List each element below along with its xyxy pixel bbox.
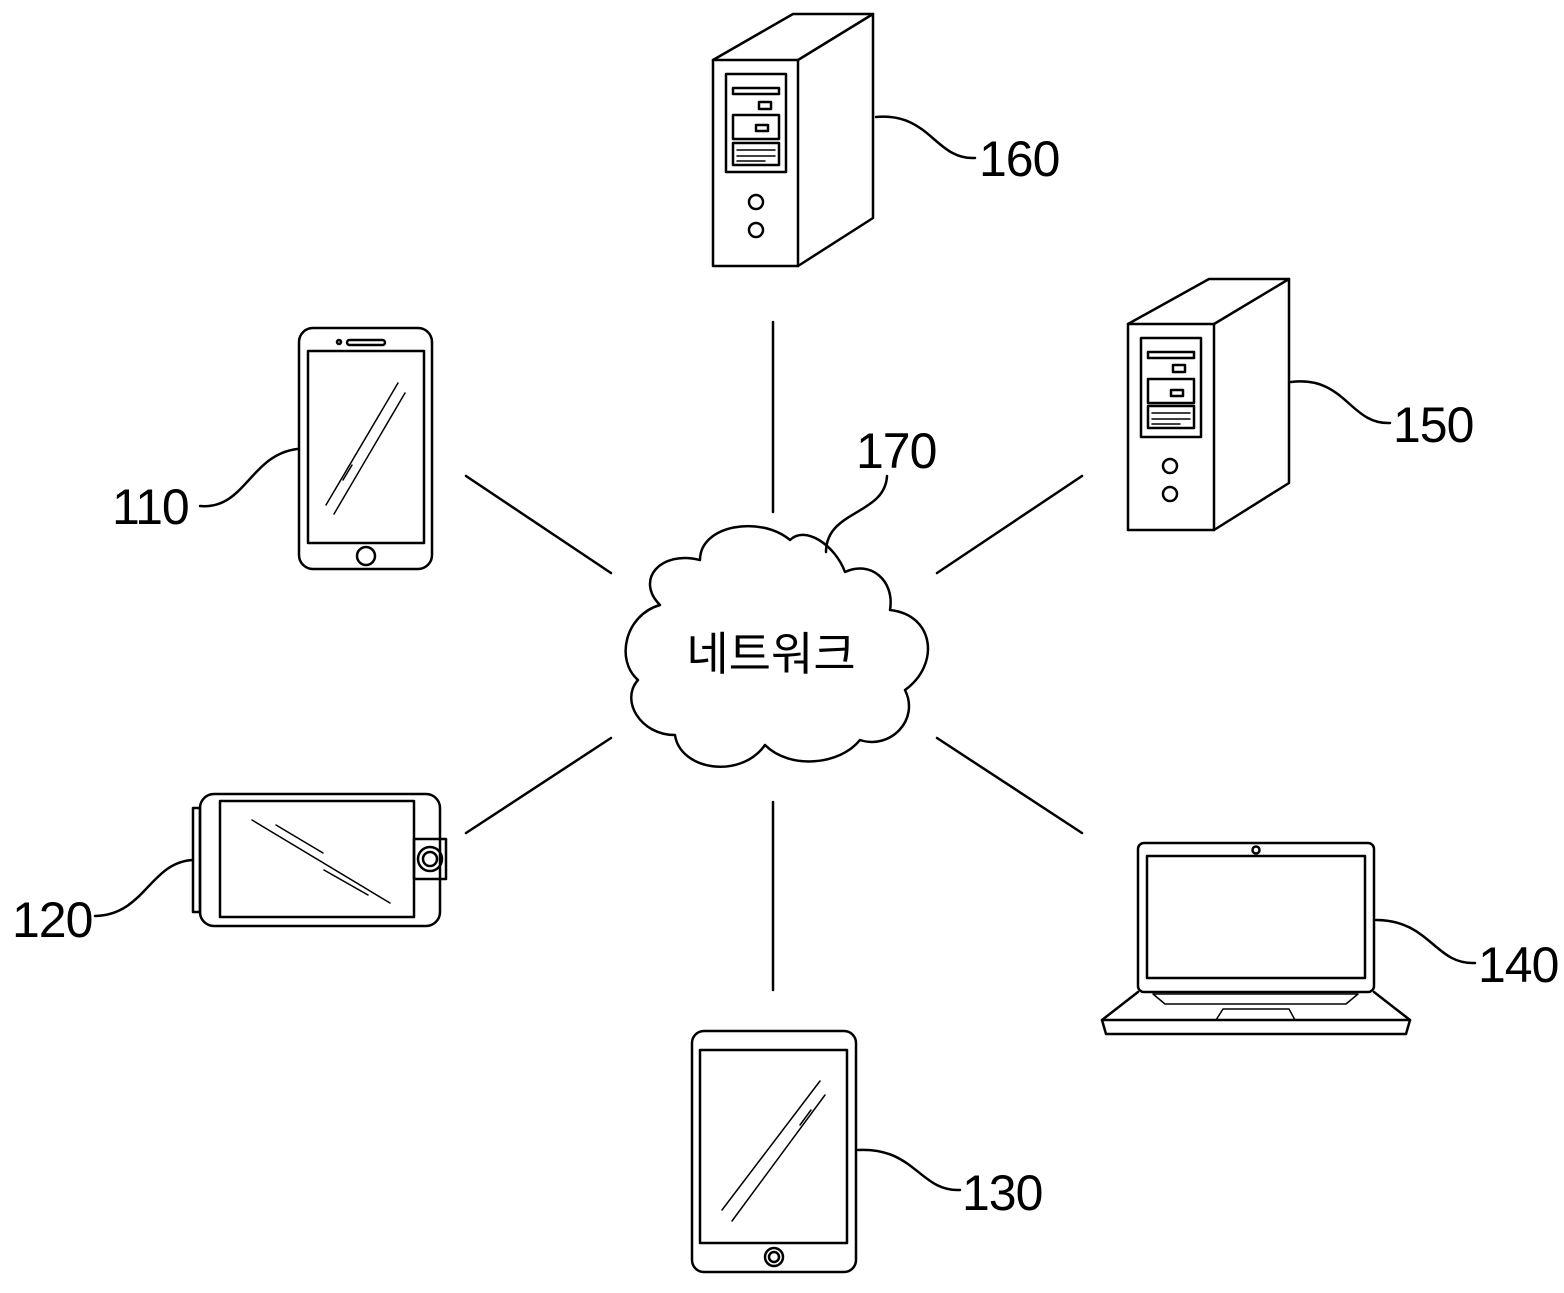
link-handheld xyxy=(466,738,611,833)
ref-label-120: 120 xyxy=(12,892,92,948)
leader-150 xyxy=(1291,381,1390,423)
ref-label-110: 110 xyxy=(112,479,189,535)
leader-140 xyxy=(1376,920,1475,963)
tablet xyxy=(692,1031,960,1272)
network-cloud xyxy=(626,476,928,767)
leader-120 xyxy=(95,860,193,916)
server-top xyxy=(713,14,975,266)
link-server-right xyxy=(937,476,1082,573)
ref-label-140: 140 xyxy=(1478,937,1558,993)
leader-170 xyxy=(826,476,887,552)
ref-label-130: 130 xyxy=(962,1165,1042,1221)
leader-130 xyxy=(858,1150,960,1190)
ref-label-170: 170 xyxy=(856,423,936,479)
handheld-camera-device xyxy=(95,794,446,926)
leader-160 xyxy=(876,117,975,158)
link-laptop xyxy=(937,738,1082,833)
laptop xyxy=(1102,843,1475,1034)
link-smartphone xyxy=(466,476,611,573)
smartphone xyxy=(200,328,432,569)
ref-label-160: 160 xyxy=(979,131,1059,187)
server-right xyxy=(1128,279,1390,530)
leader-110 xyxy=(200,449,297,506)
ref-label-150: 150 xyxy=(1393,397,1473,453)
network-cloud-label: 네트워크 xyxy=(686,627,855,681)
